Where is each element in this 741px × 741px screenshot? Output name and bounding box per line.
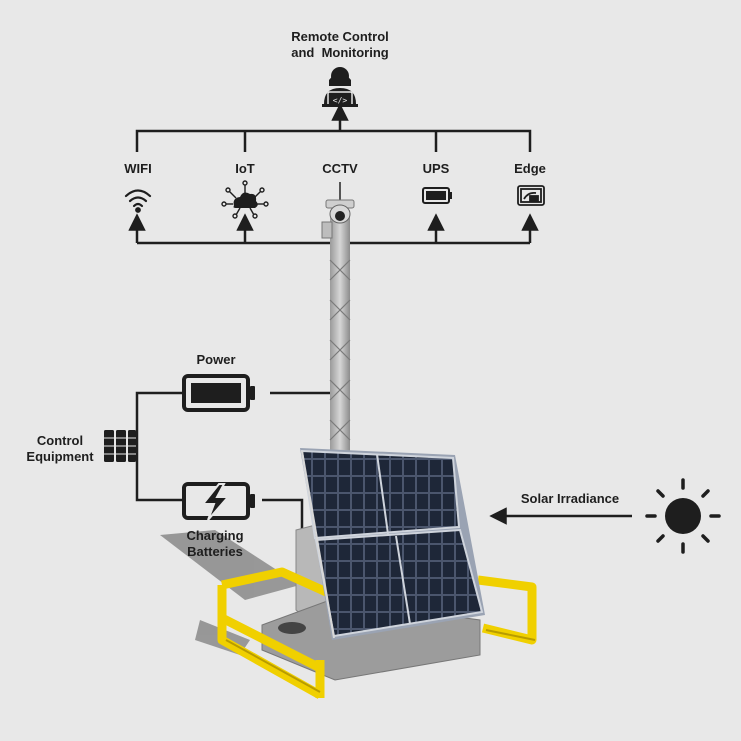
hub-label: Remote Control and Monitoring: [280, 29, 400, 61]
control-equipment-label: Control Equipment: [18, 433, 102, 465]
mast-camera: [321, 199, 355, 239]
edge-device-icon: [517, 185, 545, 206]
charging-battery-icon: [182, 482, 255, 521]
service-label-ups: UPS: [422, 161, 450, 176]
server-rack-icon: [104, 430, 136, 462]
control-label-line2: Equipment: [26, 449, 94, 464]
tower-mast: [329, 182, 351, 455]
charging-label-line1: Charging: [186, 528, 244, 543]
power-lines: [130, 391, 330, 530]
battery-icon: [422, 187, 452, 204]
svg-text:</>: </>: [333, 96, 348, 105]
charging-label-line2: Batteries: [187, 544, 243, 559]
iot-cloud-icon: [221, 180, 269, 219]
hub-label-line1: Remote Control: [291, 29, 389, 44]
solar-panel-array: [300, 448, 485, 640]
solar-irradiance-label: Solar Irradiance: [520, 491, 620, 506]
yellow-frame-shade: [225, 629, 536, 693]
remote-operator-icon: </>: [322, 67, 358, 107]
charging-batteries-label: Charging Batteries: [170, 528, 260, 560]
service-label-iot: IoT: [235, 161, 255, 176]
battery-full-icon: [182, 374, 255, 412]
service-label-cctv: CCTV: [322, 161, 358, 176]
control-label-line1: Control: [36, 433, 84, 448]
power-label: Power: [196, 352, 236, 367]
sun-icon: [645, 478, 721, 554]
service-label-wifi: WIFI: [124, 161, 152, 176]
hub-label-line2: and Monitoring: [291, 45, 389, 60]
service-label-edge: Edge: [514, 161, 546, 176]
wifi-icon: [124, 189, 152, 213]
